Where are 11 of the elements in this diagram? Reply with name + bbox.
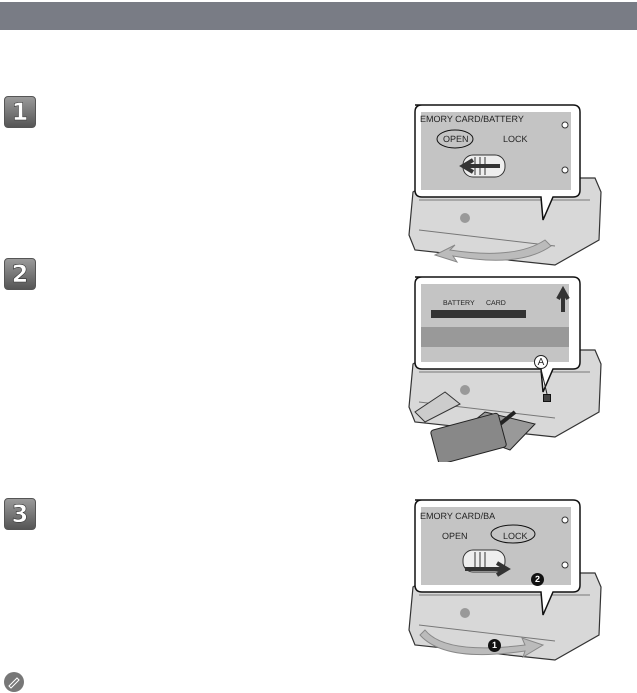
panel-label: EMORY CARD/BATTERY <box>420 115 524 124</box>
panel-label: LOCK <box>503 135 528 144</box>
step-number: 3 <box>4 498 36 530</box>
panel-label: OPEN <box>442 532 468 541</box>
step-number: 2 <box>4 258 36 290</box>
panel-label: LOCK <box>503 532 528 541</box>
release-lever <box>543 394 551 402</box>
panel-label: OPEN <box>443 135 469 144</box>
leader-line <box>540 368 548 394</box>
panel-label: EMORY CARD/BA <box>420 512 496 521</box>
step-number: 1 <box>4 96 36 128</box>
